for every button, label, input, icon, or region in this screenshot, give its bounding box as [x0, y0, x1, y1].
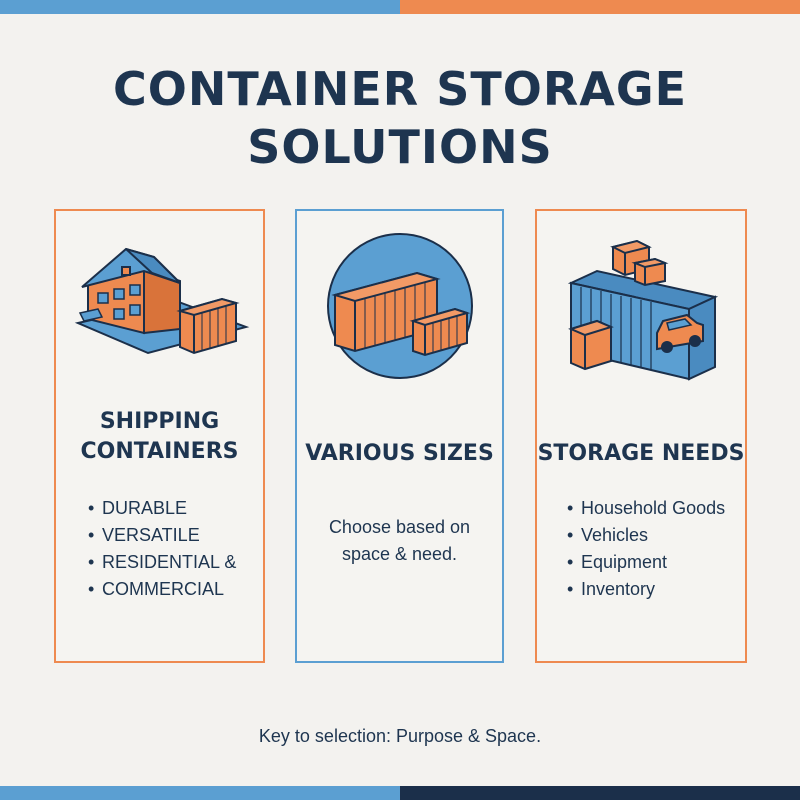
- shipping-containers-icon: [327, 233, 473, 379]
- list-item: Household Goods: [567, 495, 725, 522]
- card-various-sizes: VARIOUS SIZES Choose based on space & ne…: [295, 209, 504, 663]
- list-item: COMMERCIAL: [88, 576, 236, 603]
- list-item: RESIDENTIAL &: [88, 549, 236, 576]
- needs-list: Household Goods Vehicles Equipment Inven…: [567, 495, 725, 603]
- page-title: CONTAINER STORAGE SOLUTIONS: [0, 60, 800, 176]
- page-title-line-2: SOLUTIONS: [247, 120, 553, 174]
- card-title-line-1: VARIOUS SIZES: [305, 441, 494, 466]
- list-item: DURABLE: [88, 495, 236, 522]
- house-with-container-icon: [74, 247, 250, 355]
- bottom-accent-bar-blue: [0, 786, 400, 800]
- card-title: STORAGE NEEDS: [537, 439, 745, 469]
- card-storage-needs: STORAGE NEEDS Household Goods Vehicles E…: [535, 209, 747, 663]
- top-accent-bar-blue: [0, 0, 400, 14]
- page-title-line-1: CONTAINER STORAGE: [112, 62, 688, 116]
- card-title: VARIOUS SIZES: [297, 439, 502, 469]
- card-description: Choose based on space & need.: [297, 514, 502, 568]
- card-title-line-1: SHIPPING: [99, 409, 220, 434]
- top-accent-bar-orange: [400, 0, 800, 14]
- card-description-line-2: space & need.: [341, 544, 458, 564]
- list-item: Vehicles: [567, 522, 725, 549]
- card-title: SHIPPING CONTAINERS: [56, 407, 263, 467]
- card-title-line-2: CONTAINERS: [80, 439, 239, 464]
- card-description-line-1: Choose based on: [328, 517, 471, 537]
- list-item: VERSATILE: [88, 522, 236, 549]
- list-item: Inventory: [567, 576, 725, 603]
- footer-note: Key to selection: Purpose & Space.: [258, 726, 542, 746]
- card-title-line-1: STORAGE NEEDS: [537, 441, 745, 466]
- feature-list: DURABLE VERSATILE RESIDENTIAL & COMMERCI…: [88, 495, 236, 603]
- bottom-accent-bar-navy: [400, 786, 800, 800]
- list-item: Equipment: [567, 549, 725, 576]
- storage-unit-icon: [567, 239, 719, 381]
- card-shipping-containers: SHIPPING CONTAINERS DURABLE VERSATILE RE…: [54, 209, 265, 663]
